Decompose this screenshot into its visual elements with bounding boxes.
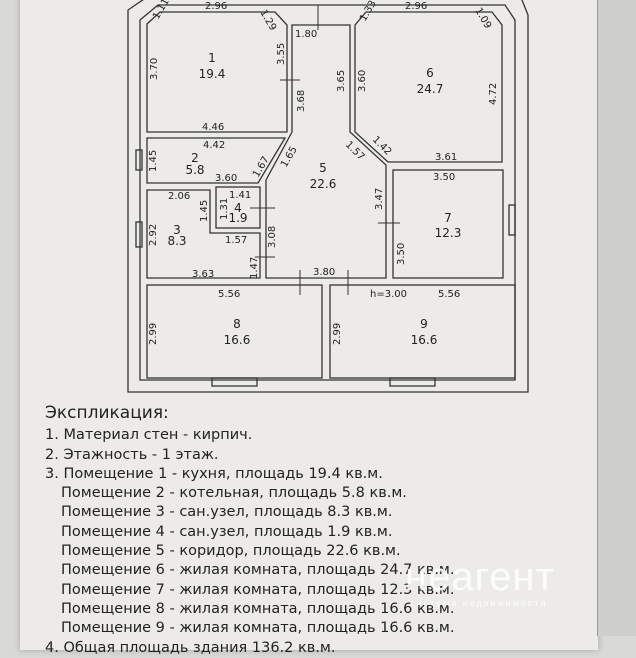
dim: 2.96 (205, 1, 227, 12)
floor-plan: 1 19.4 2 5.8 3 8.3 4 1.9 5 22.6 6 24.7 7… (127, 0, 529, 393)
explication-line: 4. Общая площадь здания 136.2 кв.м. (45, 639, 336, 656)
room-3 (146, 189, 261, 279)
room-6-area: 24.7 (417, 82, 444, 96)
dim: 1.80 (295, 29, 317, 40)
room-labels: 1 19.4 2 5.8 3 8.3 4 1.9 5 22.6 6 24.7 7… (167, 51, 461, 347)
inner-outline (139, 4, 516, 381)
dim: h=3.00 (370, 289, 407, 300)
dim: 4.46 (202, 122, 224, 133)
dim: 5.56 (438, 289, 460, 300)
dim: 3.47 (374, 188, 385, 210)
room-5 (265, 24, 387, 279)
dim: 2.96 (405, 1, 427, 12)
explication-line: 1. Материал стен - кирпич. (45, 427, 253, 444)
dim: 3.60 (357, 70, 368, 92)
dim: 3.63 (192, 269, 214, 280)
page-edge (597, 0, 636, 636)
dim: 3.80 (313, 267, 335, 278)
explication-title: Экспликация: (45, 403, 169, 423)
room-5-area: 22.6 (310, 177, 337, 191)
dim: 1.45 (148, 150, 159, 172)
dim: 4.72 (488, 83, 499, 105)
dim: 1.09 (472, 6, 493, 31)
explication-line: Помещение 8 - жилая комната, площадь 16.… (61, 600, 455, 617)
dim: 2.99 (332, 323, 343, 345)
dim: 2.06 (168, 191, 190, 202)
dim: 3.50 (433, 172, 455, 183)
window (508, 204, 516, 236)
room-9-number: 9 (420, 317, 428, 331)
dim: 4.42 (203, 140, 225, 151)
room-8-area: 16.6 (224, 333, 251, 347)
room-7-area: 12.3 (435, 226, 462, 240)
dim: 1.65 (279, 145, 300, 170)
dim: 3.50 (396, 243, 407, 265)
dim: 1.57 (225, 235, 247, 246)
window (211, 377, 258, 387)
room-4-area: 1.9 (228, 211, 247, 225)
room-1 (146, 11, 288, 133)
dim: 2.99 (148, 323, 159, 345)
room-2-area: 5.8 (185, 163, 204, 177)
explication-line: Помещение 7 - жилая комната, площадь 12.… (61, 581, 455, 598)
dim: 1.45 (199, 200, 210, 222)
room-6-number: 6 (426, 66, 434, 80)
room-2 (146, 137, 287, 184)
room-7 (392, 169, 504, 279)
watermark-brand: неагент (405, 555, 555, 599)
explication-line: Помещение 4 - сан.узел, площадь 1.9 кв.м… (61, 523, 393, 540)
room-1-number: 1 (208, 51, 216, 65)
explication-line: Помещение 2 - котельная, площадь 5.8 кв.… (61, 485, 407, 502)
room-9 (329, 284, 516, 379)
dim: 1.57 (343, 139, 367, 163)
dim: 1.47 (249, 257, 260, 279)
dim: 5.56 (218, 289, 240, 300)
room-3-area: 8.3 (167, 234, 186, 248)
dim: 3.55 (276, 43, 287, 65)
dim: 2.92 (148, 224, 159, 246)
dim: 3.68 (296, 90, 307, 112)
room-3-number: 3 (173, 223, 181, 237)
dim: 3.65 (336, 70, 347, 92)
room-5-number: 5 (319, 161, 327, 175)
room-4-number: 4 (234, 201, 242, 215)
dim: 3.70 (149, 58, 160, 80)
dim: 3.08 (267, 226, 278, 248)
room-6 (354, 11, 503, 163)
explication-line: 2. Этажность - 1 этаж. (45, 446, 219, 463)
explication-line: Помещение 9 - жилая комната, площадь 16.… (61, 620, 455, 637)
dim: 3.61 (435, 152, 457, 163)
dim: 1.11 (151, 0, 172, 21)
window (135, 149, 143, 171)
window (135, 221, 143, 248)
dim: 1.41 (229, 190, 251, 201)
explication-line: Помещение 6 - жилая комната, площадь 24.… (61, 562, 455, 579)
room-7-number: 7 (444, 211, 452, 225)
watermark-tagline: система недвижимости (410, 598, 548, 608)
room-8-number: 8 (233, 317, 241, 331)
dim: 1.31 (219, 198, 230, 220)
explication-line: Помещение 3 - сан.узел, площадь 8.3 кв.м… (61, 504, 393, 521)
room-2-number: 2 (191, 151, 199, 165)
explication-line: Помещение 5 - коридор, площадь 22.6 кв.м… (61, 543, 401, 560)
room-9-area: 16.6 (411, 333, 438, 347)
dim: 3.60 (215, 173, 237, 184)
room-1-area: 19.4 (199, 67, 226, 81)
window (389, 377, 436, 387)
explication-line: 3. Помещение 1 - кухня, площадь 19.4 кв.… (45, 465, 383, 482)
explication: Экспликация: 1. Материал стен - кирпич. … (45, 403, 455, 658)
outer-wall (127, 0, 529, 393)
